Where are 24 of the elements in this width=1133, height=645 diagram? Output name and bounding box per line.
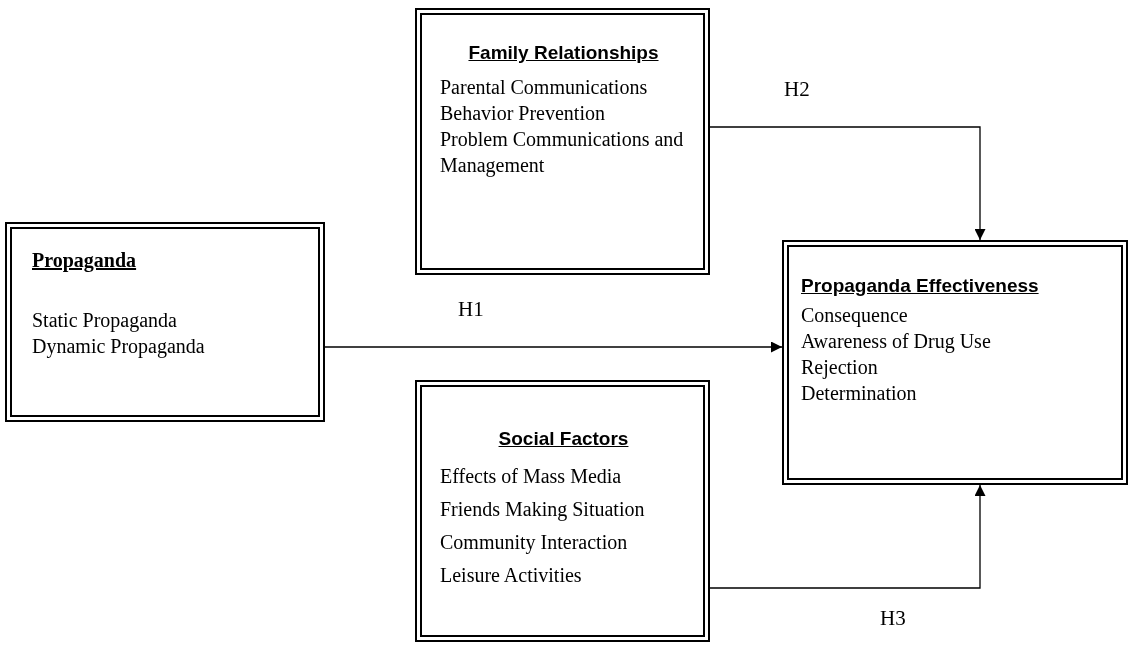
box-heading: Propaganda [32,248,137,273]
arrow [709,484,986,589]
arrow [324,341,783,353]
factor-text: Dynamic Propaganda [32,334,205,359]
concept-box [415,380,710,642]
box-heading: Family Relationships [468,41,659,65]
factor-text: Problem Communications and Management [440,126,685,178]
factor-text: Friends Making Situation [440,496,645,523]
box-heading: Propaganda Effectiveness [801,274,1039,298]
concept-box [415,8,710,275]
concept-box [782,240,1128,485]
factor-text: Leisure Activities [440,562,582,588]
box-heading: Social Factors [498,427,629,451]
factor-text: Awareness of Drug Use [801,329,991,355]
factor-text: Determination [801,381,917,407]
concept-box [5,222,325,422]
factor-text: Consequence [801,303,908,329]
arrow [709,126,986,241]
factor-text: Behavior Prevention [440,100,605,126]
factor-text: Community Interaction [440,529,628,556]
factor-text: Effects of Mass Media [440,463,622,489]
factor-text: Parental Communications [440,74,648,100]
factor-text: Rejection [801,355,878,381]
factor-text: Static Propaganda [32,308,177,333]
